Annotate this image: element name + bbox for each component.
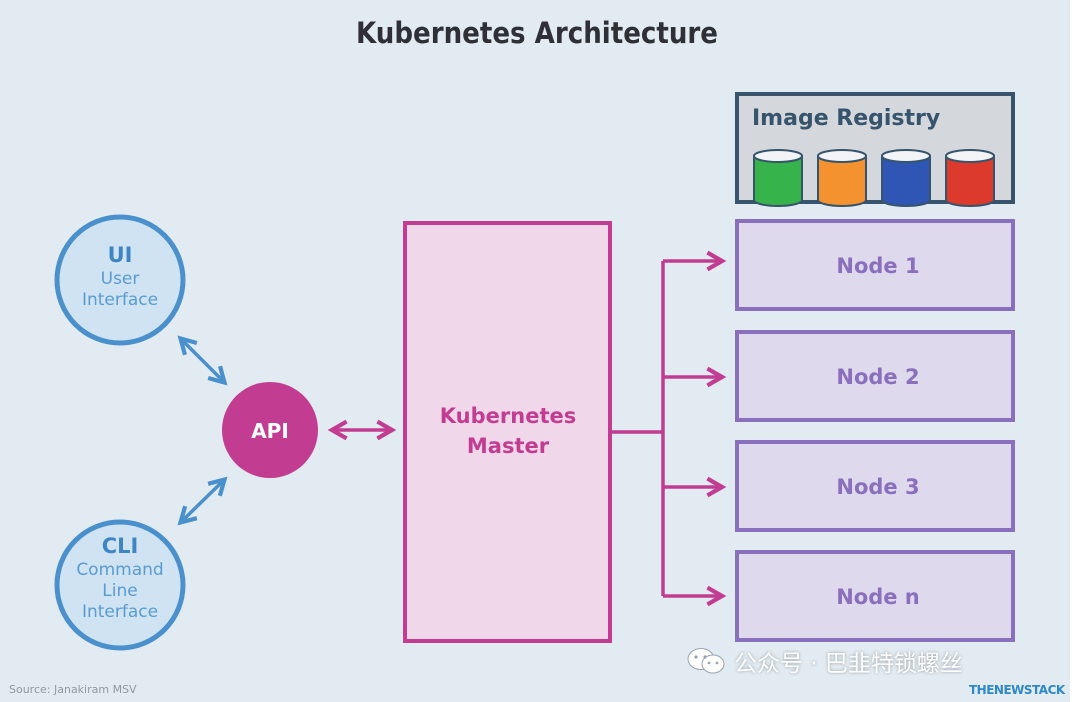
ui-abbr: UI xyxy=(108,243,133,267)
cli-line2: Line xyxy=(102,581,137,601)
ui-api-arrow xyxy=(177,335,228,386)
cli-line3: Interface xyxy=(82,602,158,622)
image-drum-4 xyxy=(945,149,995,207)
node-3: Node 3 xyxy=(735,440,1015,532)
node-n: Node n xyxy=(735,550,1015,642)
node-3-label: Node 3 xyxy=(836,475,919,499)
node-1-label: Node 1 xyxy=(836,254,919,278)
node-1-box xyxy=(735,219,1015,311)
node-2-label: Node 2 xyxy=(836,365,919,389)
watermark: 公众号 · 巴韭特锁螺丝 xyxy=(686,644,963,678)
node-n-box xyxy=(735,550,1015,642)
master-line1: Kubernetes xyxy=(440,404,576,428)
node-2: Node 2 xyxy=(735,330,1015,422)
ui-circle xyxy=(54,214,186,346)
registry-label: Image Registry xyxy=(752,106,940,131)
ui-client: UI User Interface xyxy=(54,214,186,346)
watermark-text: 公众号 · 巴韭特锁螺丝 xyxy=(734,651,963,677)
api-node: API xyxy=(222,382,318,478)
image-drum-2 xyxy=(817,149,867,207)
node-2-box xyxy=(735,330,1015,422)
kubernetes-master: Kubernetes Master xyxy=(403,221,612,643)
node-n-label: Node n xyxy=(836,585,920,609)
cli-circle xyxy=(54,519,186,651)
ui-line2: Interface xyxy=(82,290,158,310)
diagram-title: Kubernetes Architecture xyxy=(355,16,719,50)
cli-client: CLI Command Line Interface xyxy=(54,519,186,651)
brand-logo: THENEWSTACK xyxy=(969,683,1065,697)
image-registry: Image Registry xyxy=(735,92,1015,207)
image-drum-1 xyxy=(753,149,803,207)
node-1: Node 1 xyxy=(735,219,1015,311)
api-label: API xyxy=(251,419,289,443)
image-drum-3 xyxy=(881,149,931,207)
master-node-connectors xyxy=(610,250,727,607)
ui-line1: User xyxy=(101,269,140,289)
cli-api-arrow xyxy=(177,476,228,526)
cli-abbr: CLI xyxy=(102,534,139,558)
wechat-icon xyxy=(687,648,725,674)
source-credit: Source: Janakiram MSV xyxy=(9,683,137,696)
node-3-box xyxy=(735,440,1015,532)
master-box xyxy=(403,221,612,643)
api-circle xyxy=(222,382,318,478)
cli-line1: Command xyxy=(76,560,163,580)
right-margin xyxy=(1070,0,1080,702)
master-line2: Master xyxy=(467,434,550,458)
